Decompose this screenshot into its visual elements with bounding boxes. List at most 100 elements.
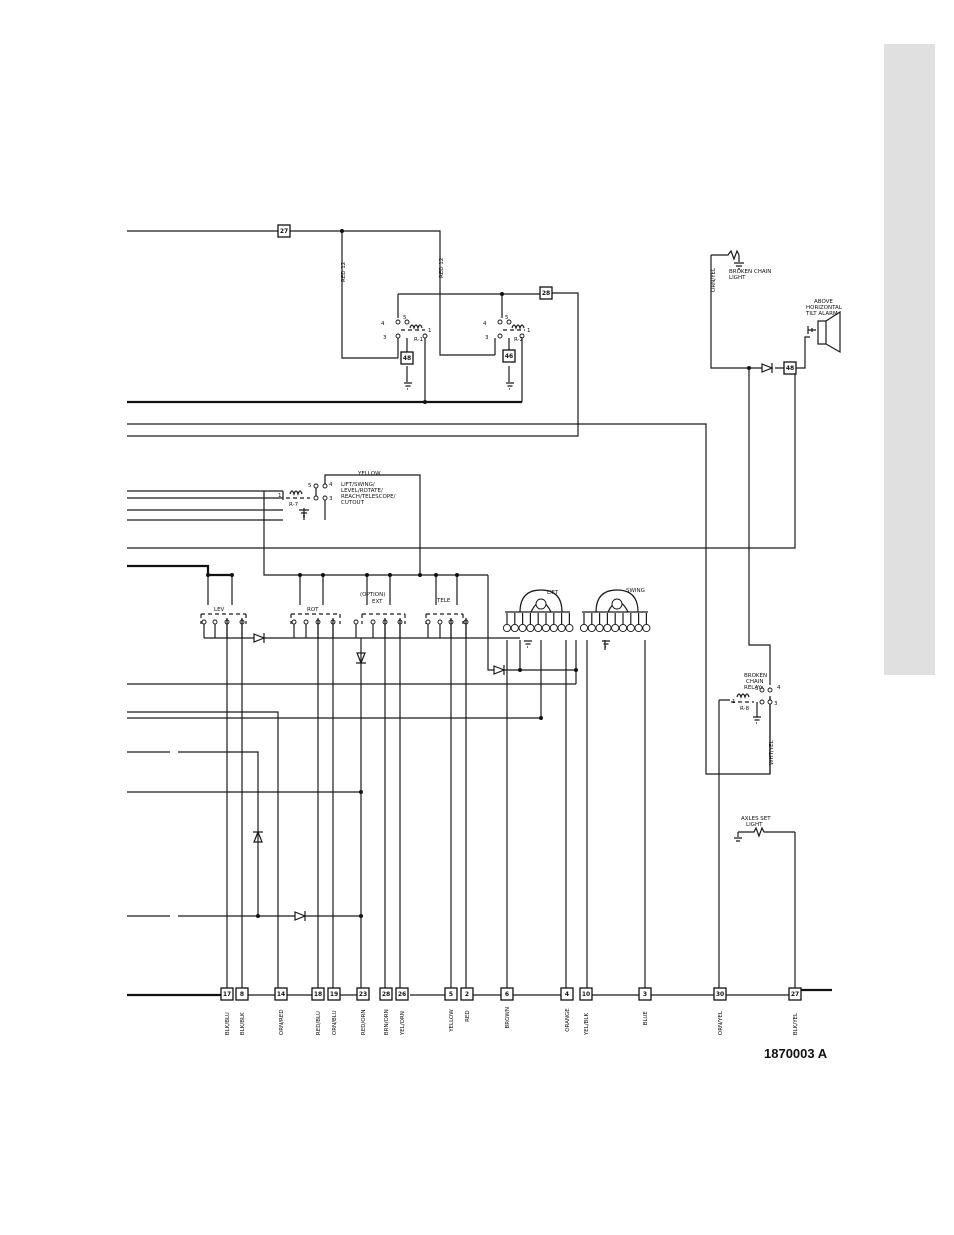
connector-top-0: 27: [277, 224, 291, 238]
switch-terminal: [201, 619, 207, 625]
terminal-1-r1: 1: [428, 328, 432, 334]
broken-chain-relay-3: RELAY: [744, 685, 762, 691]
document-number: 1870003 A: [764, 1046, 828, 1061]
connector-bottom-8: 5: [444, 987, 458, 1001]
swing-label: SWING: [626, 588, 645, 594]
connector-bottom-12: 10: [579, 987, 593, 1001]
switch-terminal: [437, 619, 443, 625]
controller-pin: [642, 623, 651, 633]
switch-terminal: [425, 619, 431, 625]
broken-chain-relay-1: BROKEN: [744, 673, 767, 679]
wire-label-bottom-14: ORN/YEL: [718, 1010, 724, 1035]
svg-text:6: 6: [505, 991, 509, 998]
controller-pin: [626, 623, 635, 633]
controller-pin: [549, 623, 558, 633]
wire-yellow: YELLOW: [357, 471, 381, 477]
svg-text:18: 18: [314, 991, 322, 998]
relay-r1-label: R-1: [414, 337, 423, 343]
wire-label-bottom-13: BLUE: [643, 1011, 649, 1026]
terminal-5-r2: 5: [505, 315, 509, 321]
controller-pin: [579, 623, 589, 633]
terminal-3-r2: 3: [485, 335, 489, 341]
connector-bottom-6: 28: [379, 987, 393, 1001]
svg-text:48: 48: [786, 365, 794, 372]
connector-bottom-4: 19: [327, 987, 341, 1001]
connector-bottom-9: 2: [460, 987, 474, 1001]
wire-label-bottom-8: YELLOW: [449, 1009, 455, 1033]
svg-text:28: 28: [542, 290, 550, 297]
axles-set-1: AXLES SET: [741, 816, 771, 822]
connector-bottom-11: 4: [560, 987, 574, 1001]
terminal-4-r2: 4: [483, 321, 487, 327]
controller-pin: [502, 623, 512, 633]
controller-pin: [541, 623, 551, 633]
controller-pin: [587, 623, 596, 633]
switch-terminal: [303, 619, 309, 625]
controller-pin: [634, 623, 643, 633]
broken-chain-relay-2: CHAIN: [746, 679, 763, 685]
connector-top-1: 28: [539, 286, 553, 300]
svg-text:10: 10: [582, 991, 590, 998]
connector-top-2: 48: [400, 351, 414, 365]
switch-terminal: [370, 619, 376, 625]
tilt-alarm-3: TILT ALARM: [805, 311, 838, 317]
axles-set-2: LIGHT: [746, 822, 763, 828]
svg-text:2: 2: [465, 991, 469, 998]
wire-red12-a: RED 12: [341, 262, 347, 282]
controller-pin: [611, 623, 620, 633]
connector-bottom-0: 17: [220, 987, 234, 1001]
cutout-4: CUTOUT: [341, 500, 365, 506]
wire-wht-yel: WHT/YEL: [769, 739, 775, 765]
controller-pin: [618, 623, 628, 633]
tilt-alarm-1: ABOVE: [814, 299, 833, 305]
connector-bottom-3: 18: [311, 987, 325, 1001]
wire-label-bottom-15: BLK/YEL: [793, 1012, 799, 1035]
controller-pin: [518, 623, 527, 633]
wire-label-bottom-5: RED/ORN: [361, 1009, 367, 1035]
wire-label-bottom-12: YEL/BLK: [584, 1013, 590, 1037]
svg-text:27: 27: [791, 991, 799, 998]
switch-terminal: [353, 619, 359, 625]
svg-text:28: 28: [382, 991, 390, 998]
wire-label-bottom-2: ORN/RED: [279, 1009, 285, 1035]
controller-pin: [534, 623, 543, 633]
svg-text:46: 46: [505, 353, 513, 360]
terminal-5-r7: 5: [308, 483, 312, 489]
svg-text:19: 19: [330, 991, 338, 998]
connector-bottom-13: 3: [638, 987, 652, 1001]
lift-label: LIFT: [547, 590, 559, 596]
terminal-3-r1: 3: [383, 335, 387, 341]
switch-lev-label: LEV: [214, 607, 225, 613]
connector-bottom-10: 6: [500, 987, 514, 1001]
terminal-5-r8: 5: [755, 686, 759, 692]
connector-bottom-7: 26: [395, 987, 409, 1001]
connector-top-3: 46: [502, 349, 516, 363]
connector-bottom-14: 30: [713, 987, 727, 1001]
wire-orn-yel-top: ORN/YEL: [711, 267, 717, 292]
svg-text:5: 5: [449, 991, 453, 998]
switch-terminal: [212, 619, 218, 625]
svg-text:17: 17: [223, 991, 231, 998]
connector-bottom-5: 23: [356, 987, 370, 1001]
switch-option-label-2: EXT: [372, 599, 383, 605]
controller-pin: [595, 623, 604, 633]
terminal-1-r8: 1: [732, 699, 736, 705]
connector-bottom-15: 27: [788, 987, 802, 1001]
wire-label-bottom-1: BLK/BLK: [240, 1012, 246, 1035]
terminal-4-r1: 4: [381, 321, 385, 327]
connector-bottom-1: 8: [235, 987, 249, 1001]
connector-bottom-2: 14: [274, 987, 288, 1001]
switch-rot-label: ROT: [307, 607, 319, 613]
relay-r8-label: R-8: [740, 706, 750, 712]
terminal-3-r7: 3: [329, 496, 333, 502]
wire-label-bottom-0: BLK/BLU: [225, 1012, 231, 1035]
connector-top-4: 48: [783, 361, 797, 375]
controller-pin: [565, 623, 574, 633]
terminal-4-r8: 4: [777, 685, 781, 691]
broken-chain-light-1: BROKEN CHAIN: [729, 269, 771, 275]
terminal-5-r1: 5: [403, 315, 407, 321]
svg-text:8: 8: [240, 991, 244, 998]
terminal-1-r2: 1: [527, 328, 531, 334]
controller-pin: [557, 623, 566, 633]
